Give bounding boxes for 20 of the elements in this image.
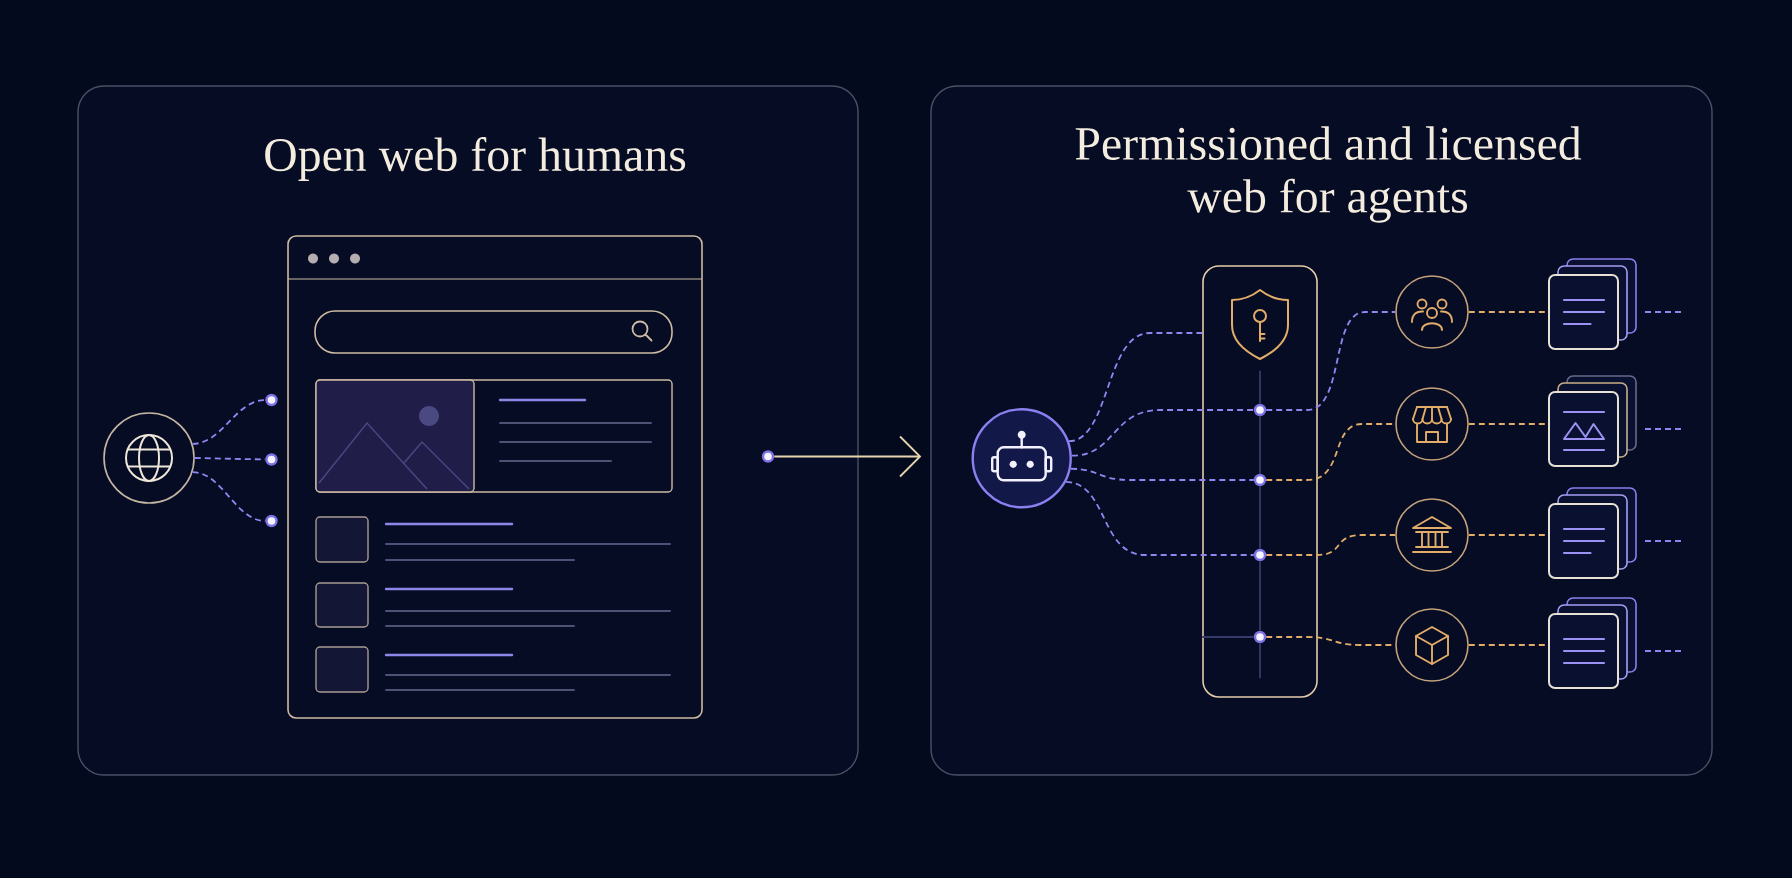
arrow [773,435,922,478]
line [1259,485,1261,550]
line [1259,560,1261,632]
dashed-line [1069,467,1255,481]
document-stack-icon [1548,375,1637,467]
document-stack-icon [1548,597,1637,689]
dashed-line [1265,311,1397,411]
line [1201,636,1255,638]
document-stack-icon [1548,258,1637,350]
dashed-line [1068,332,1204,443]
dashed-line [1070,409,1255,457]
panel-title: Permissioned and licensed web for agents [1075,126,1582,223]
line [1259,369,1261,405]
line [1259,415,1261,475]
dashed-line [191,399,267,445]
dashed-line [1065,480,1255,556]
line [1259,642,1261,680]
document-stack-icon [1548,487,1637,579]
dashed-line [1265,534,1397,556]
panel-title: Open web for humans [265,137,686,181]
